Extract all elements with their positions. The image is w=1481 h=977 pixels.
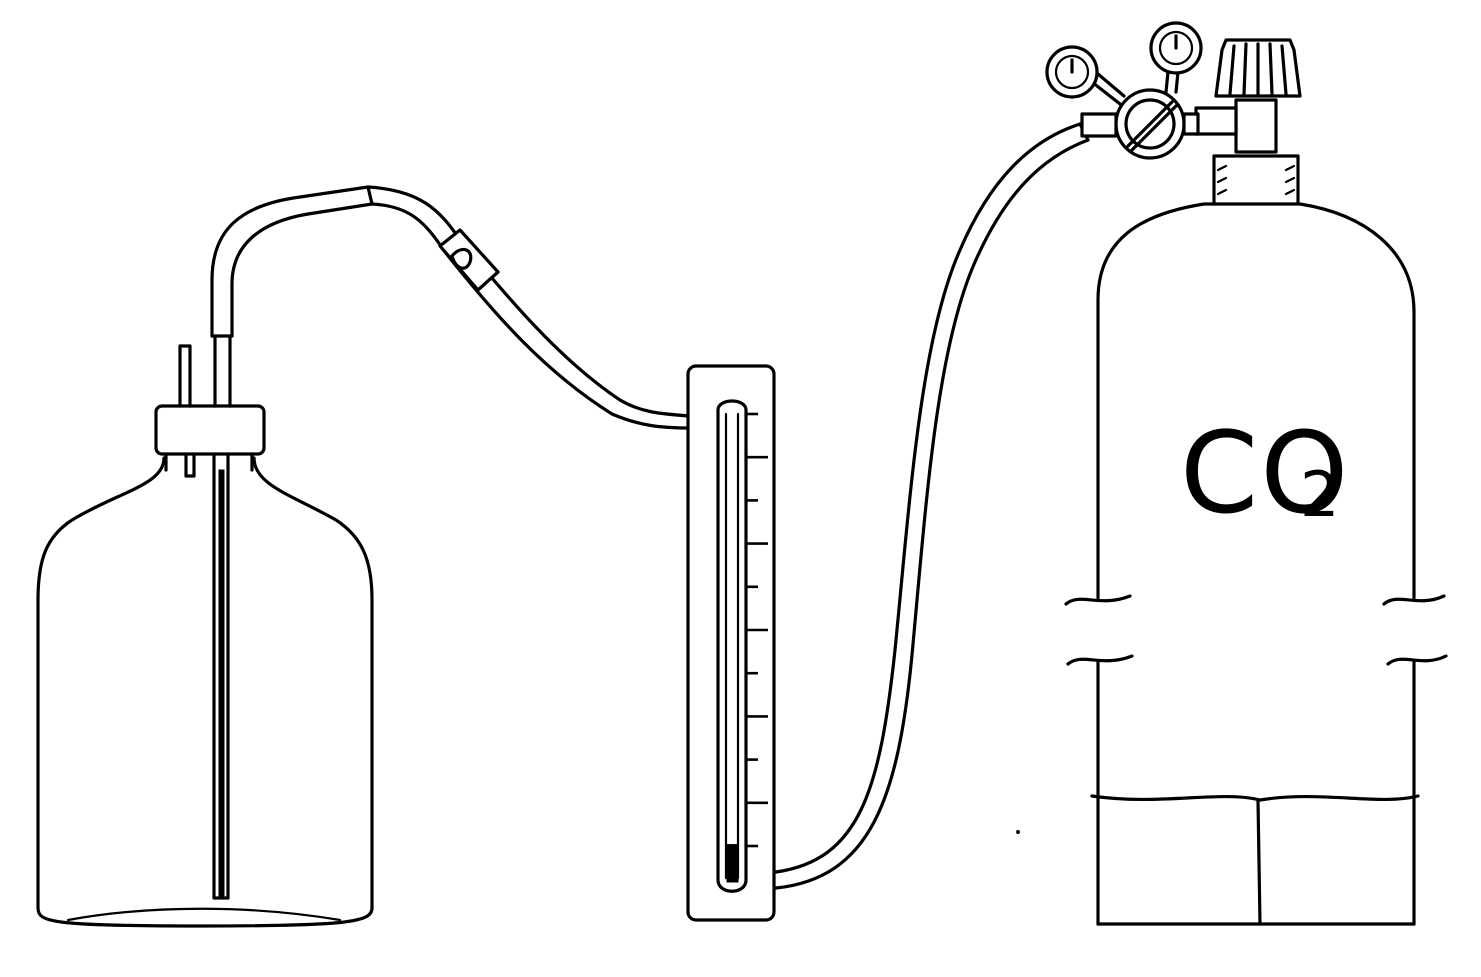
short-tube-below (184, 454, 196, 478)
bottle-body (36, 456, 374, 928)
hose-2-inner (774, 138, 1090, 890)
manometer-scale (746, 412, 768, 848)
hose-1-joint (210, 185, 374, 338)
manometer-tube-inner (724, 412, 740, 880)
hose-bottle-to-manometer (210, 185, 692, 430)
cylinder-label: CO (1180, 409, 1350, 539)
bottle-base-curve (66, 907, 342, 922)
co2-cylinder: CO 2 (1064, 154, 1448, 926)
break-mark-left-bottom (1066, 654, 1134, 666)
hose-manometer-to-cylinder (774, 122, 1090, 890)
gauge-1-face (1054, 54, 1090, 90)
cylinder-thread (1216, 164, 1296, 196)
gauge-1-stem (1090, 72, 1126, 106)
manometer-liquid (726, 844, 739, 883)
regulator-connector (1182, 112, 1200, 136)
regulator-inlet (1080, 112, 1118, 138)
gauge-2-face (1158, 30, 1194, 66)
cylinder-base (1090, 794, 1420, 802)
short-tube (178, 344, 192, 408)
cylinder-body-lower (1096, 660, 1416, 926)
regulator-ring (1124, 98, 1176, 150)
long-dip-tube-core (218, 469, 225, 897)
cylinder-base-split (1256, 798, 1262, 926)
manometer-tube (716, 399, 748, 893)
speck (1016, 830, 1020, 834)
regulator-handle (1126, 100, 1178, 152)
manometer-board (686, 364, 776, 922)
long-dip-tube (212, 334, 232, 900)
gas-bottle (36, 334, 374, 928)
break-mark-right-top (1382, 594, 1446, 606)
cylinder-body (1096, 202, 1416, 600)
cylinder-label-subscript: 2 (1300, 458, 1339, 531)
hose-clamp (438, 228, 500, 292)
gauge-2-stem (1164, 70, 1180, 94)
valve-outlet (1194, 106, 1238, 136)
regulator-valve (1045, 21, 1302, 160)
hose-2-outer (774, 122, 1082, 874)
manometer (686, 364, 776, 922)
cylinder-neck (1212, 154, 1300, 206)
break-mark-left-top (1064, 594, 1132, 606)
valve-stem (1234, 98, 1278, 154)
bottle-stopper (154, 404, 266, 456)
break-mark-right-bottom (1386, 654, 1448, 666)
valve-knob-ridges (1228, 42, 1288, 96)
